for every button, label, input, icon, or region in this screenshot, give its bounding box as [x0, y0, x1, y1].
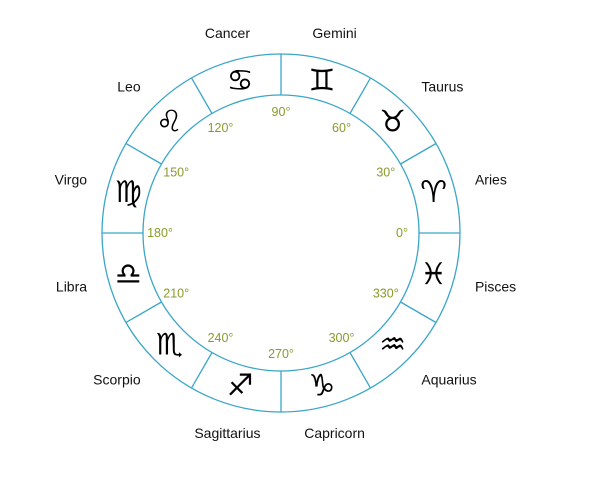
zodiac-glyph-libra-icon: ♎ [115, 257, 142, 292]
sign-label-aries: Aries [475, 171, 507, 187]
zodiac-glyph-taurus-icon: ♉ [379, 104, 406, 139]
wheel-dividers [102, 54, 460, 412]
divider-line [349, 77, 372, 114]
inner-ring [142, 94, 420, 372]
sign-label-gemini: Gemini [312, 25, 356, 41]
divider-line [125, 301, 162, 324]
degree-label: 330° [373, 287, 399, 301]
degree-label: 120° [208, 121, 234, 135]
zodiac-glyph-aries-icon: ♈ [420, 175, 447, 210]
degree-label: 240° [208, 331, 234, 345]
zodiac-glyph-virgo-icon: ♍ [115, 175, 142, 210]
degree-label: 90° [272, 105, 291, 119]
degree-label: 0° [396, 226, 408, 240]
sign-label-taurus: Taurus [421, 79, 463, 95]
degree-label: 60° [332, 121, 351, 135]
degree-label: 210° [163, 287, 189, 301]
degree-labels: 0° 30° 60° 90° 120° 150° 180° 210° 240° 270° 300° 3… [147, 105, 408, 361]
zodiac-glyph-pisces-icon: ♓ [420, 257, 447, 292]
zodiac-glyph-gemini-icon: ♊ [308, 63, 335, 98]
zodiac-glyph-sagittarius-icon: ♐ [227, 369, 254, 404]
zodiac-glyph-leo-icon: ♌ [156, 104, 183, 139]
sign-label-pisces: Pisces [475, 279, 516, 295]
zodiac-glyph-aquarius-icon: ♒ [379, 328, 406, 363]
sign-label-virgo: Virgo [55, 171, 88, 187]
sign-label-capricorn: Capricorn [304, 425, 365, 441]
zodiac-symbols: ♈ ♉ ♊ ♋ ♌ ♍ ♎ ♏ ♐ ♑ ♒ ♓ [115, 63, 447, 403]
sign-label-scorpio: Scorpio [93, 371, 141, 387]
divider-line [190, 352, 213, 389]
degree-label: 300° [329, 331, 355, 345]
divider-line [190, 77, 213, 114]
sign-label-leo: Leo [117, 79, 141, 95]
zodiac-glyph-cancer-icon: ♋ [227, 63, 254, 98]
divider-line [400, 301, 437, 324]
sign-label-sagittarius: Sagittarius [194, 425, 260, 441]
zodiac-glyph-capricorn-icon: ♑ [308, 369, 335, 404]
sign-name-labels: Aries Taurus Gemini CancerLeoVirgoLibraScor… [55, 25, 517, 441]
degree-label: 180° [147, 226, 173, 240]
sign-label-cancer: Cancer [205, 25, 250, 41]
degree-label: 270° [268, 347, 294, 361]
divider-line [349, 352, 372, 389]
sign-label-libra: Libra [56, 279, 87, 295]
degree-label: 150° [163, 166, 189, 180]
degree-label: 30° [376, 166, 395, 180]
divider-line [125, 142, 162, 165]
sign-label-aquarius: Aquarius [421, 371, 476, 387]
zodiac-glyph-scorpio-icon: ♏ [156, 328, 183, 363]
divider-line [400, 142, 437, 165]
